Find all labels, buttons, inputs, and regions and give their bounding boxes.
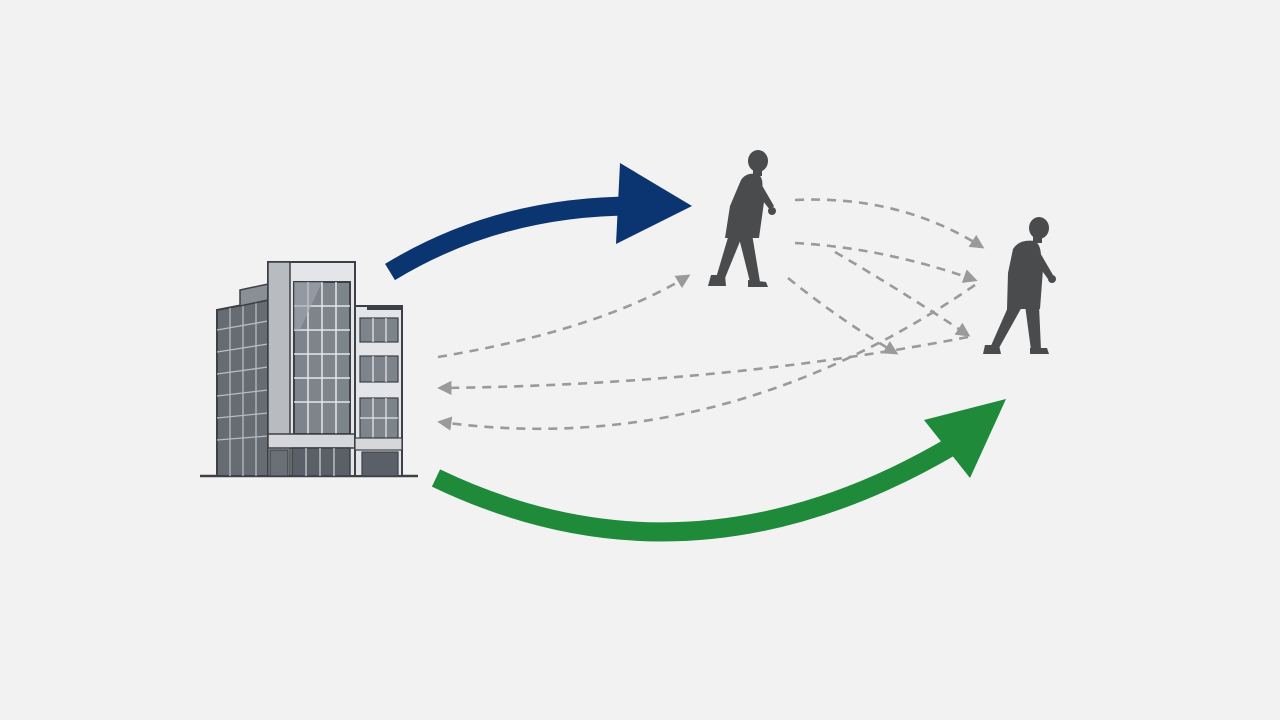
dashed-arrow-person-1-to-person-2-d	[787, 276, 899, 355]
walking-person-icon	[708, 150, 776, 287]
dashed-arrow-person-1-to-person-2-b	[794, 241, 978, 283]
dashed-arrow-company-to-person-1	[437, 274, 691, 359]
office-building-icon	[200, 261, 418, 478]
dashed-arrow-person-1-to-person-2-c	[834, 250, 971, 337]
dashed-arrow-person-2-to-company-b	[437, 283, 976, 431]
dashed-arrows	[437, 198, 985, 431]
dashed-arrow-person-1-to-person-2-a	[794, 198, 985, 249]
navy-arrow	[385, 163, 692, 281]
green-arrow	[431, 399, 1006, 542]
walking-person-icon	[983, 217, 1056, 354]
dashed-arrow-person-2-to-company-a	[437, 335, 969, 396]
